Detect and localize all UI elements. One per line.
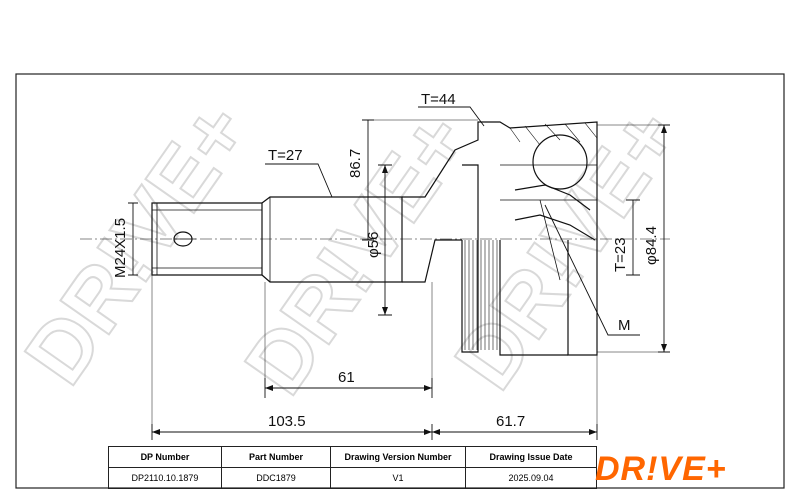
dim-61-7: 61.7 — [496, 413, 525, 430]
header-part-number: Part Number — [221, 446, 331, 468]
header-issue-date: Drawing Issue Date — [465, 446, 597, 468]
abs-ring — [464, 240, 498, 350]
shaft-body — [261, 196, 403, 283]
dim-m: M — [618, 317, 631, 334]
title-block: DP Number Part Number Drawing Version Nu… — [108, 446, 597, 489]
part-outline — [151, 121, 598, 356]
dim-t23: T=23 — [612, 237, 629, 272]
header-version: Drawing Version Number — [330, 446, 466, 468]
title-block-header-row: DP Number Part Number Drawing Version Nu… — [108, 446, 597, 468]
dim-t44: T=44 — [421, 91, 456, 108]
value-version: V1 — [330, 467, 466, 489]
header-dp-number: DP Number — [108, 446, 222, 468]
bell-housing — [402, 121, 598, 356]
value-dp-number: DP2110.10.1879 — [108, 467, 222, 489]
dim-86-7: 86.7 — [347, 149, 364, 178]
brand-logo: DR!VE+ — [595, 450, 727, 488]
ball — [532, 134, 588, 190]
arrow-heads — [152, 125, 667, 435]
dim-103-5: 103.5 — [268, 413, 306, 430]
dim-61: 61 — [338, 369, 355, 386]
title-block-value-row: DP2110.10.1879 DDC1879 V1 2025.09.04 — [108, 467, 597, 489]
dim-t27: T=27 — [268, 147, 303, 164]
value-part-number: DDC1879 — [221, 467, 331, 489]
dimension-lines — [128, 106, 670, 440]
dim-m24: M24X1.5 — [112, 218, 129, 278]
dim-phi56: φ56 — [365, 232, 382, 258]
value-issue-date: 2025.09.04 — [465, 467, 597, 489]
dim-phi84-4: φ84.4 — [643, 226, 660, 265]
